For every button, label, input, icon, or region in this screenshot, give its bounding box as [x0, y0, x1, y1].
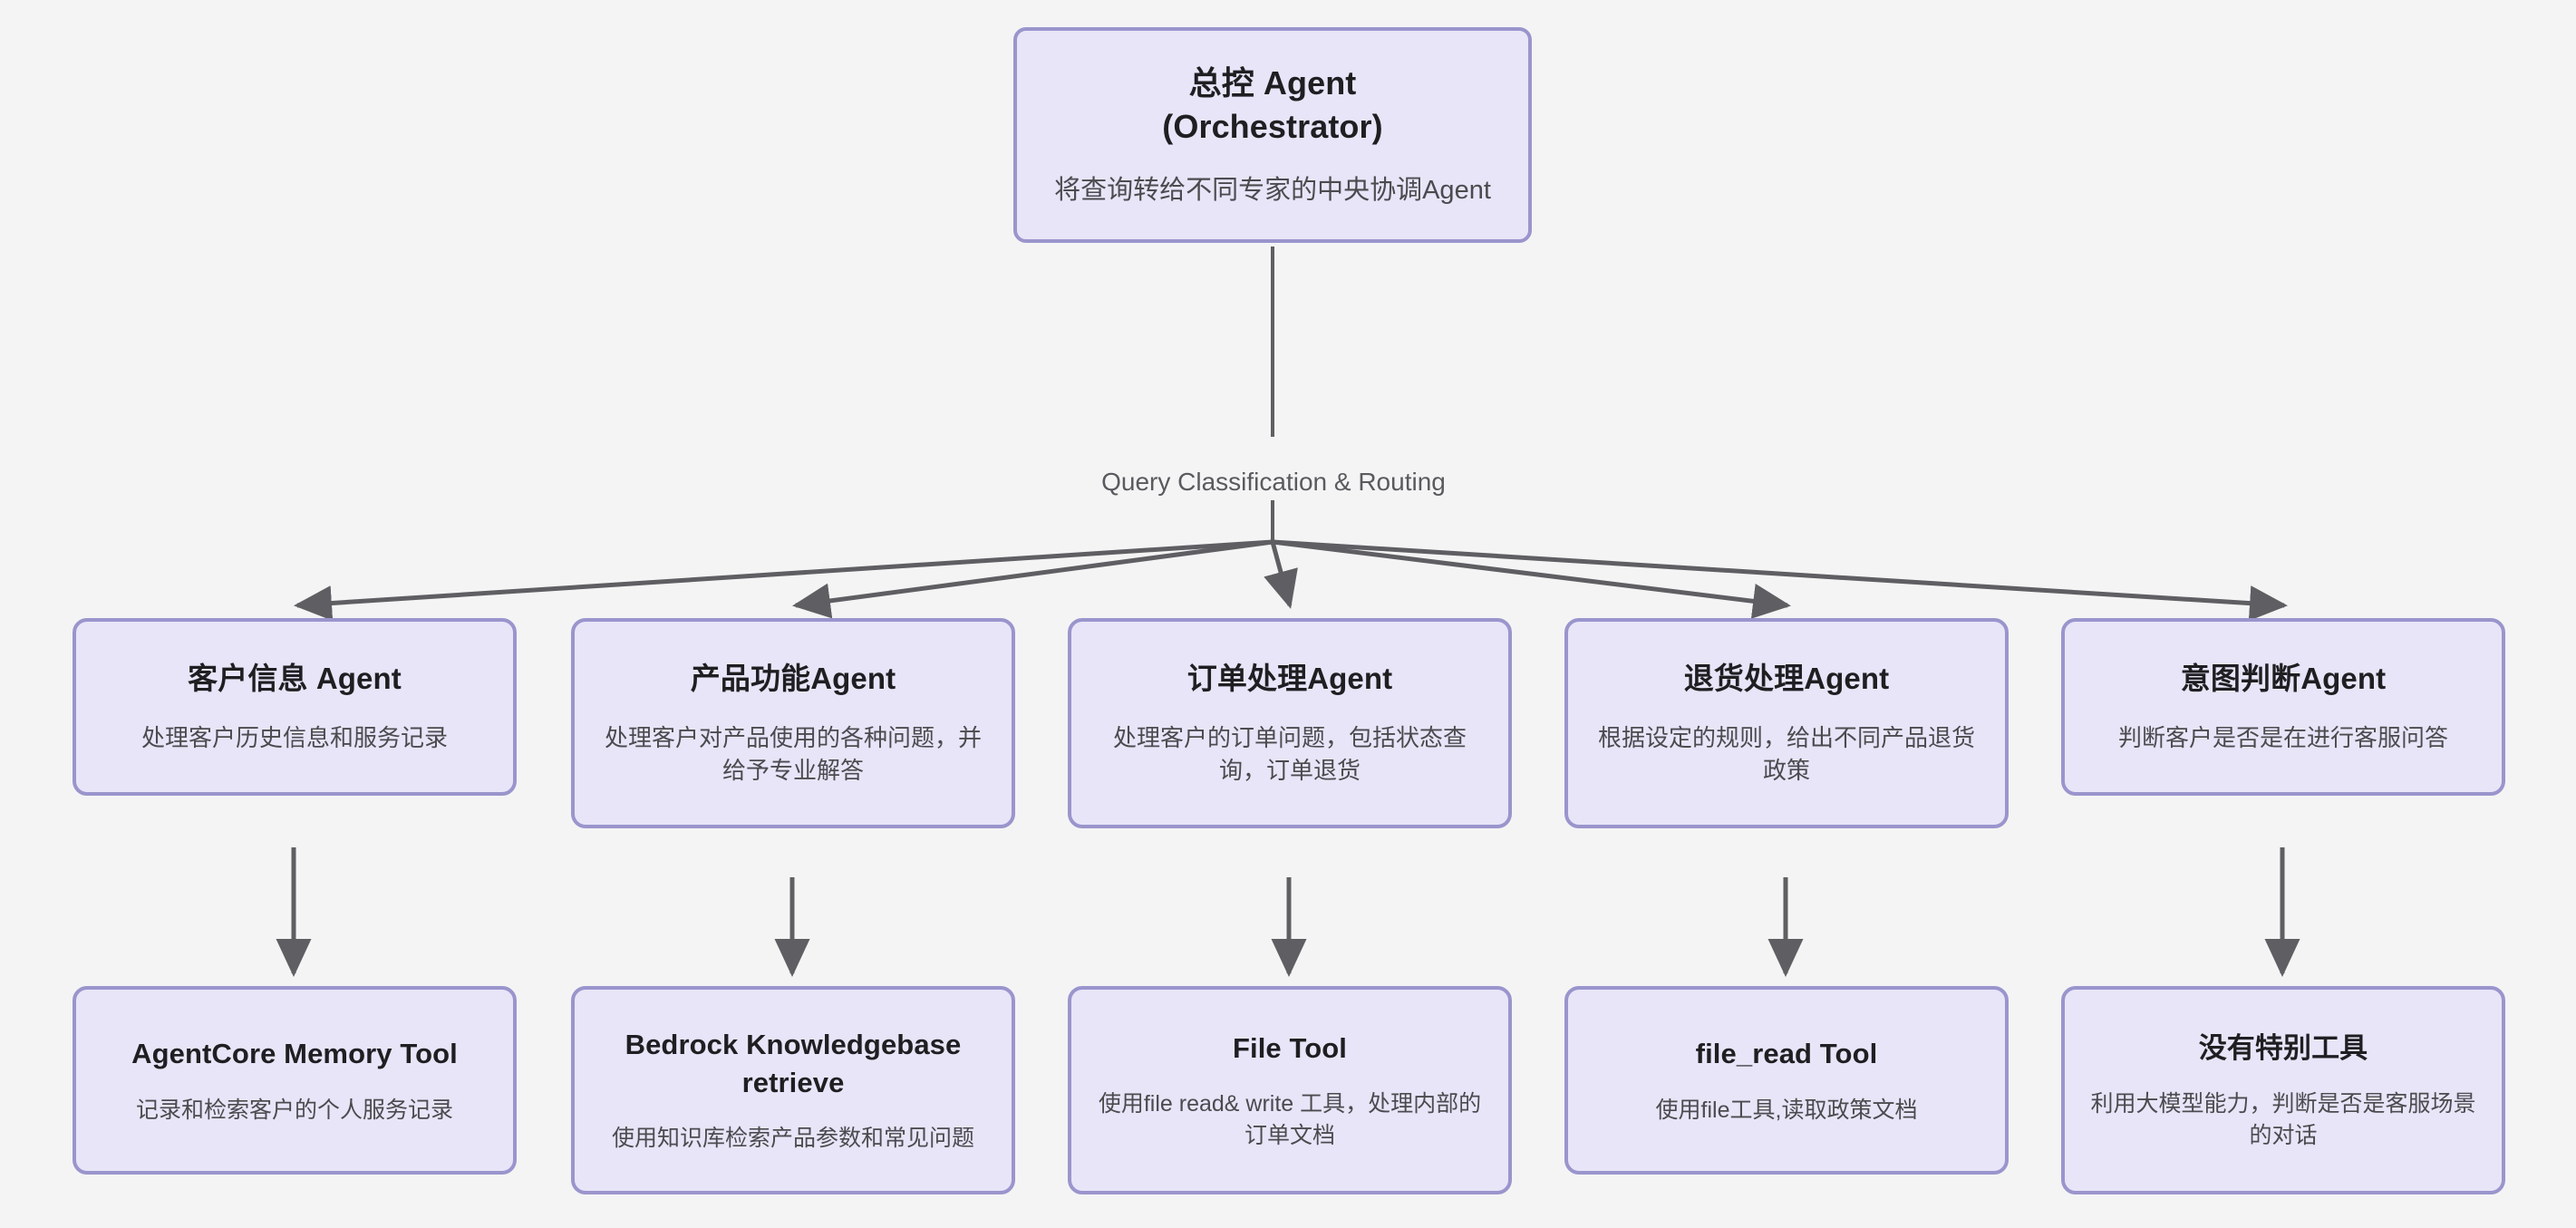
- node-orchestrator-title-line1: 总控 Agent: [1188, 63, 1357, 102]
- node-tool-none-title: 没有特别工具: [2198, 1031, 2368, 1064]
- edge-root-to-agent-1: [792, 539, 1273, 619]
- node-tool-bedrock-knowledgebase-title: Bedrock Knowledgebase retrieve: [625, 1026, 962, 1101]
- node-tool-bedrock-knowledgebase[interactable]: Bedrock Knowledgebase retrieve 使用知识库检索产品…: [571, 986, 1015, 1194]
- node-tool-agentcore-memory-title: AgentCore Memory Tool: [131, 1037, 458, 1069]
- node-orchestrator[interactable]: 总控 Agent (Orchestrator) 将查询转给不同专家的中央协调Ag…: [1013, 27, 1532, 243]
- edge-label-routing: Query Classification & Routing: [1101, 468, 1446, 496]
- node-tool-file-read-title: file_read Tool: [1695, 1037, 1878, 1069]
- node-tool-file-desc: 使用file read& write 工具，处理内部的订单文档: [1098, 1091, 1482, 1148]
- node-tool-bedrock-knowledgebase-desc: 使用知识库检索产品参数和常见问题: [611, 1126, 974, 1152]
- node-agent-order-processing-desc: 处理客户的订单问题，包括状态查询，订单退货: [1112, 724, 1467, 785]
- node-agent-product-feature-title: 产品功能Agent: [690, 662, 896, 696]
- node-agent-product-feature-desc: 处理客户对产品使用的各种问题，并给予专业解答: [604, 724, 982, 785]
- node-tool-agentcore-memory-desc: 记录和检索客户的个人服务记录: [135, 1097, 453, 1123]
- node-agent-customer-info-desc: 处理客户历史信息和服务记录: [140, 724, 448, 752]
- node-orchestrator-title-line2: (Orchestrator): [1162, 107, 1383, 145]
- node-agent-customer-info[interactable]: 客户信息 Agent 处理客户历史信息和服务记录: [73, 618, 517, 796]
- node-agent-customer-info-title: 客户信息 Agent: [188, 661, 402, 695]
- node-tool-bedrock-knowledgebase-title-line1: Bedrock Knowledgebase: [625, 1029, 962, 1061]
- node-agent-return-processing[interactable]: 退货处理Agent 根据设定的规则，给出不同产品退货政策: [1564, 618, 2009, 828]
- node-agent-product-feature[interactable]: 产品功能Agent 处理客户对产品使用的各种问题，并给予专业解答: [571, 618, 1015, 828]
- node-agent-order-processing-title: 订单处理Agent: [1186, 662, 1393, 696]
- node-tool-file[interactable]: File Tool 使用file read& write 工具，处理内部的订单文…: [1068, 986, 1512, 1194]
- node-tool-file-title: File Tool: [1232, 1031, 1348, 1064]
- node-agent-order-processing[interactable]: 订单处理Agent 处理客户的订单问题，包括状态查询，订单退货: [1068, 618, 1512, 828]
- node-agent-intent-detection[interactable]: 意图判断Agent 判断客户是否是在进行客服问答: [2061, 618, 2505, 796]
- edge-root-to-agent-4: [1272, 539, 2288, 622]
- node-agent-intent-detection-title: 意图判断Agent: [2180, 661, 2387, 695]
- edge-root-to-agent-0: [294, 539, 1273, 621]
- node-agent-intent-detection-desc: 判断客户是否是在进行客服问答: [2117, 724, 2448, 752]
- edge-root-to-agent-3: [1272, 539, 1791, 619]
- edge-root-to-agent-2: [1264, 541, 1298, 609]
- node-tool-file-read[interactable]: file_read Tool 使用file工具,读取政策文档: [1564, 986, 2009, 1175]
- node-tool-bedrock-knowledgebase-title-line2: retrieve: [741, 1066, 845, 1098]
- node-tool-file-read-desc: 使用file工具,读取政策文档: [1655, 1097, 1918, 1123]
- node-orchestrator-title: 总控 Agent (Orchestrator): [1162, 62, 1382, 149]
- node-agent-return-processing-desc: 根据设定的规则，给出不同产品退货政策: [1597, 724, 1975, 785]
- node-orchestrator-desc: 将查询转给不同专家的中央协调Agent: [1054, 176, 1491, 206]
- node-agent-return-processing-title: 退货处理Agent: [1683, 662, 1890, 696]
- node-tool-none[interactable]: 没有特别工具 利用大模型能力，判断是否是客服场景的对话: [2061, 986, 2505, 1194]
- node-tool-agentcore-memory[interactable]: AgentCore Memory Tool 记录和检索客户的个人服务记录: [73, 986, 517, 1175]
- node-tool-none-desc: 利用大模型能力，判断是否是客服场景的对话: [2090, 1091, 2476, 1148]
